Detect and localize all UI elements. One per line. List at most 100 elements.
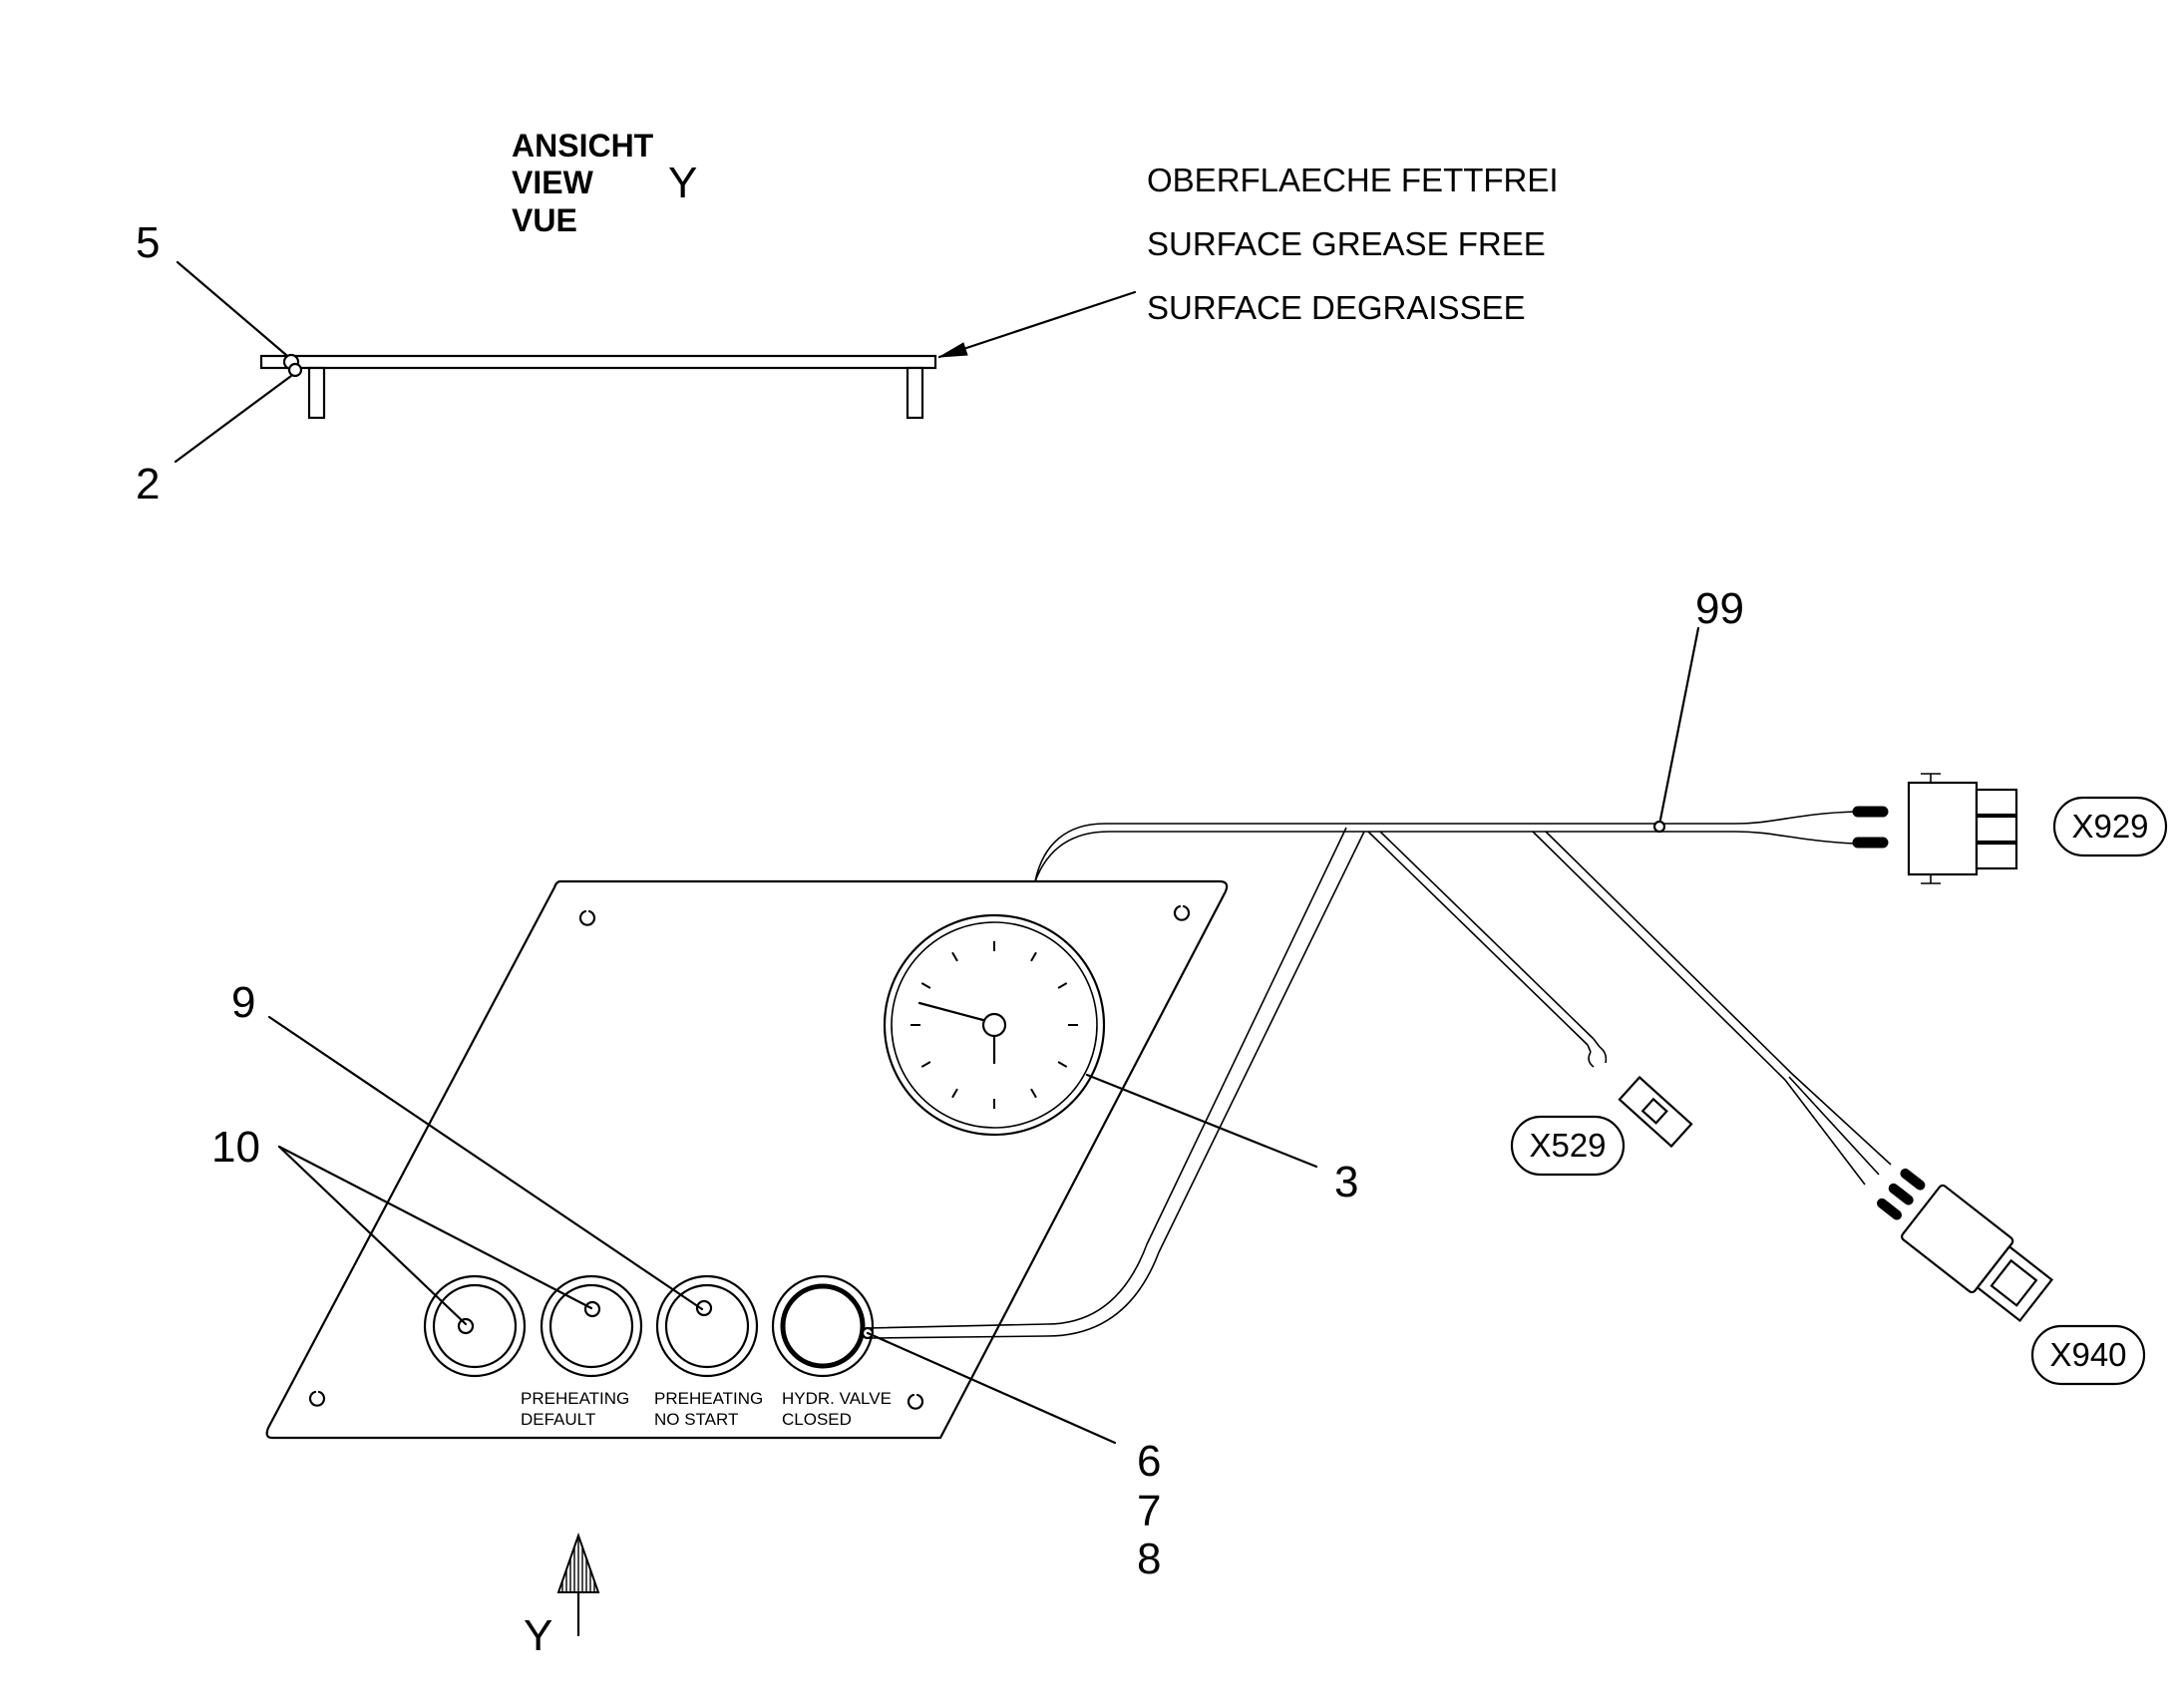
gauge-tick (1030, 1088, 1037, 1099)
gauge-tick (951, 1088, 958, 1099)
x929-pin-2 (1852, 837, 1889, 849)
view-header: ANSICHT VIEW VUE Y (512, 128, 697, 238)
plate-edge (259, 354, 937, 370)
lamp-1-center (457, 1317, 475, 1335)
leader-2 (174, 374, 293, 464)
leader-9 (267, 1015, 704, 1311)
x529-window (1640, 1097, 1668, 1125)
connector-x929 (1852, 773, 2018, 884)
callout-3: 3 (1334, 1158, 1358, 1206)
label-preheating-default-1: PREHEATING (521, 1389, 629, 1408)
leader-3 (1085, 1073, 1318, 1169)
washer-2 (287, 362, 303, 378)
branch-x940-a (1532, 831, 1786, 1081)
mounting-hole-top-left (578, 909, 596, 926)
label-preheating-nostart-1: PREHEATING (654, 1389, 763, 1408)
harness-marker (1652, 820, 1666, 834)
x929-wire-lower (1734, 831, 1856, 845)
view-header-line3: VUE (512, 202, 577, 238)
view-header-letter: Y (668, 159, 697, 207)
tag-x929: X929 (2071, 808, 2148, 845)
connector-tags: X929 X529 X940 (1510, 796, 2168, 1386)
branch-lamp-a (867, 827, 1347, 1329)
callout-10: 10 (211, 1123, 260, 1172)
connector-x940 (1877, 1168, 2054, 1323)
view-arrow-letter: Y (524, 1611, 552, 1660)
label-hydr-valve-2: CLOSED (782, 1410, 852, 1429)
callout-9: 9 (231, 978, 255, 1027)
indicator-lamps (423, 1274, 875, 1378)
gauge-tick (920, 982, 931, 989)
gauge-bezel-inner (891, 921, 1098, 1129)
x940-wires (1784, 1073, 1892, 1186)
branch-x529-a (1367, 831, 1589, 1046)
panel-outline (265, 879, 1229, 1440)
label-preheating-default-2: DEFAULT (521, 1410, 595, 1429)
side-view-plate (174, 260, 1137, 464)
branch-x940-b (1545, 831, 1793, 1075)
tag-x529: X529 (1529, 1127, 1606, 1164)
branch-x529-c (1587, 1044, 1592, 1053)
lamp-1-outer (423, 1274, 527, 1378)
x940-pin-2 (1888, 1183, 1914, 1205)
mounting-hole-bottom-right (907, 1393, 924, 1410)
mounting-hole-bottom-left (308, 1390, 326, 1407)
harness-trunk-upper (1034, 823, 1735, 882)
tag-x529-frame (1510, 1115, 1626, 1177)
note-line-1: OBERFLAECHE FETTFREI (1147, 162, 1559, 198)
lamp-2-outer (540, 1274, 643, 1378)
connector-x529 (1618, 1075, 1693, 1149)
leader-10-b (277, 1145, 593, 1310)
note-line-2: SURFACE GREASE FREE (1147, 225, 1546, 262)
gauge-tick (920, 1061, 931, 1068)
lamp-4-outer (771, 1274, 875, 1378)
plate-stud-left (307, 366, 326, 420)
x940-window (1990, 1258, 2038, 1307)
x929-latch-2 (1975, 815, 2018, 844)
x929-latch-1 (1975, 788, 2018, 817)
lamp-4-ring (780, 1283, 866, 1369)
callout-leaders (267, 626, 1700, 1445)
view-direction-arrow: Y (524, 1532, 600, 1660)
label-preheating-nostart-2: NO START (654, 1410, 738, 1429)
tag-x929-frame (2052, 796, 2168, 857)
surface-notes: OBERFLAECHE FETTFREI SURFACE GREASE FREE… (1147, 162, 1559, 326)
lamp-labels: PREHEATING DEFAULT PREHEATING NO START H… (521, 1389, 892, 1429)
leader-6-7-8 (866, 1331, 1117, 1445)
lamp-2-ring (548, 1283, 634, 1369)
leader-surface (937, 290, 1137, 359)
x929-housing (1907, 781, 1979, 876)
x929-latch-3 (1975, 842, 2018, 870)
branch-x529-d (1593, 1038, 1601, 1048)
callout-2: 2 (136, 460, 160, 509)
x940-pin-3 (1877, 1197, 1903, 1220)
wiring-harness-99 (867, 811, 1892, 1339)
leader-99 (1658, 626, 1700, 822)
callout-8: 8 (1137, 1535, 1161, 1583)
plate-stud-right (906, 366, 924, 420)
gauge-hub (981, 1012, 1007, 1038)
callout-7: 7 (1137, 1487, 1161, 1536)
branch-x529-b (1379, 831, 1595, 1040)
lamp-1-ring (432, 1283, 518, 1369)
gauge-hand-long (917, 1001, 996, 1025)
callout-5: 5 (136, 218, 160, 267)
lamp-3-center (695, 1299, 713, 1317)
callout-numbers: 99 9 10 3 6 7 8 (211, 584, 1744, 1583)
callout-99: 99 (1695, 584, 1744, 633)
label-hydr-valve-1: HYDR. VALVE (782, 1389, 892, 1408)
tag-x940-frame (2030, 1324, 2146, 1386)
callout-6: 6 (1137, 1437, 1161, 1486)
gauge-tick (951, 951, 958, 962)
arrowhead-surface (938, 342, 968, 358)
x940-pin-1 (1900, 1168, 1926, 1191)
gauge-tick (1057, 1061, 1068, 1068)
view-arrow-hatching (561, 1536, 595, 1592)
gauge-tick (1030, 951, 1037, 962)
gauge-3 (883, 913, 1106, 1137)
instrument-panel (265, 879, 1229, 1440)
x929-pin-1 (1852, 806, 1889, 818)
note-line-3: SURFACE DEGRAISSEE (1147, 289, 1526, 326)
